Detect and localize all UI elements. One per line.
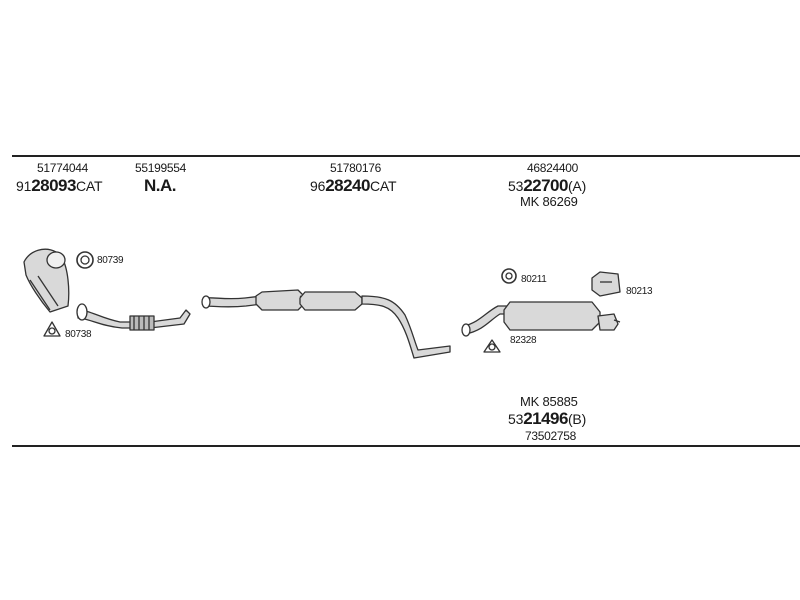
clamp-80211: [501, 268, 517, 284]
callout-80211: 80211: [521, 274, 547, 285]
group-3-part-number: 9628240CAT: [310, 176, 397, 195]
o-ring-80739: [76, 251, 94, 269]
group-4-code: 22700: [523, 176, 568, 195]
top-divider-line: [12, 155, 800, 157]
gasket-80738: [43, 321, 61, 337]
group-4-part-number: 5322700(A): [508, 177, 586, 195]
group-1-code: 28093: [31, 176, 76, 195]
bottom-ref: 73502758: [525, 429, 576, 443]
down-pipe-flex: [76, 303, 191, 331]
group-4-mk: MK 86269: [520, 194, 578, 209]
group-1-ref: 51774044: [37, 161, 88, 175]
callout-80738: 80738: [65, 329, 92, 340]
bottom-code: 21496: [523, 409, 568, 428]
rear-muffler: [461, 301, 621, 337]
bottom-suffix: (B): [567, 411, 587, 427]
group-4-suffix: (A): [567, 178, 587, 194]
centre-muffler-pipe: [299, 291, 451, 359]
front-catalyst-pipe: [23, 248, 70, 313]
group-3-prefix: 96: [310, 178, 326, 194]
bottom-mk: MK 85885: [520, 394, 578, 409]
group-2-code: N.A.: [144, 176, 177, 195]
bottom-divider-line: [12, 445, 800, 447]
middle-catalyst-pipe: [201, 289, 307, 311]
group-3-code: 28240: [325, 176, 370, 195]
group-1-suffix: CAT: [75, 178, 103, 194]
callout-82328: 82328: [510, 335, 537, 346]
group-3-suffix: CAT: [369, 178, 397, 194]
mount-82328: [483, 339, 501, 353]
bracket-80213: [591, 271, 621, 297]
callout-80739: 80739: [97, 255, 124, 266]
group-4-ref: 46824400: [527, 161, 578, 175]
group-4-prefix: 53: [508, 178, 524, 194]
bottom-part-number: 5321496(B): [508, 410, 586, 428]
group-1-prefix: 91: [16, 178, 32, 194]
callout-80213: 80213: [626, 286, 653, 297]
bottom-prefix: 53: [508, 411, 524, 427]
group-2-ref: 55199554: [135, 161, 186, 175]
group-1-part-number: 9128093CAT: [16, 176, 103, 195]
group-3-ref: 51780176: [330, 161, 381, 175]
